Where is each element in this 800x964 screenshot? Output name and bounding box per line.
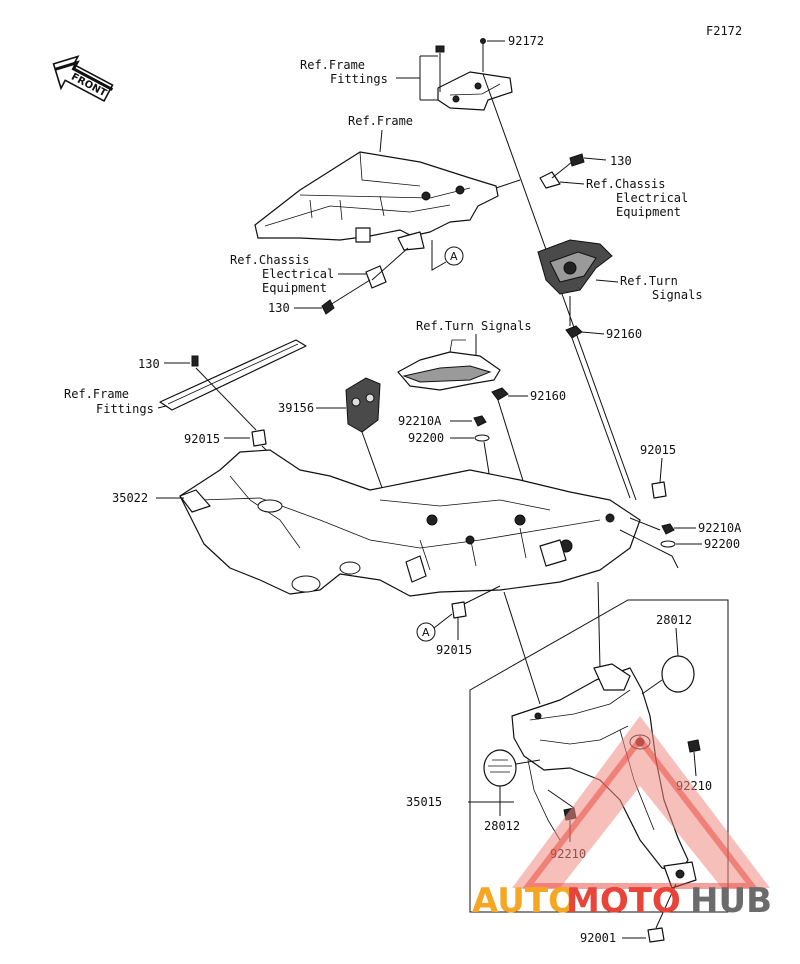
part-number-35022: 35022	[112, 491, 148, 505]
nut-92160-mid	[491, 387, 509, 401]
svg-text:A: A	[450, 250, 458, 263]
nut-92210a-right	[661, 523, 675, 535]
svg-text:A: A	[422, 626, 430, 639]
nut-92160-right	[565, 325, 583, 339]
ref-frame-fittings-top-line2: Fittings	[330, 72, 388, 86]
watermark-moto: MOTO	[566, 881, 681, 921]
ref-frame-fittings-left-line1: Ref.Frame	[64, 387, 129, 401]
bracket-39156	[345, 377, 381, 433]
chassis-electrical-clip-left	[365, 247, 409, 289]
ref-chassis-right-line2: Electrical	[616, 191, 688, 205]
collar-92015-right	[651, 481, 667, 499]
ref-chassis-right-line3: Equipment	[616, 205, 681, 219]
front-arrow-icon: FRONT	[52, 55, 114, 103]
ref-chassis-left-line3: Equipment	[262, 281, 327, 295]
part-number-28012-left: 28012	[484, 819, 520, 833]
ref-chassis-left-line2: Electrical	[262, 267, 334, 281]
diagram-code: F2172	[706, 24, 742, 38]
part-number-92015-right: 92015	[640, 443, 676, 457]
part-number-92210a-mid: 92210A	[398, 414, 442, 428]
part-number-35015: 35015	[406, 795, 442, 809]
part-number-92001: 92001	[580, 931, 616, 945]
ref-chassis-right-line1: Ref.Chassis	[586, 177, 665, 191]
part-number-28012-right: 28012	[656, 613, 692, 627]
watermark-logo: AUTO MOTO HUB	[472, 716, 772, 921]
callout-a-upper: A	[431, 240, 464, 271]
part-number-92015-bottom: 92015	[436, 643, 472, 657]
callout-a-lower: A	[416, 613, 453, 642]
frame-fitting-bracket	[435, 38, 513, 111]
watermark-auto: AUTO	[472, 881, 577, 921]
watermark-hub: HUB	[690, 881, 772, 921]
part-number-92210a-right: 92210A	[698, 521, 742, 535]
part-number-130-left: 130	[138, 357, 160, 371]
cover-28012-right	[661, 655, 695, 693]
part-number-39156: 39156	[278, 401, 314, 415]
part-number-130-right: 130	[610, 154, 632, 168]
part-number-92160-mid: 92160	[530, 389, 566, 403]
ref-frame-fittings-left-line2: Fittings	[96, 402, 154, 416]
turn-signal-right	[537, 239, 613, 295]
ref-chassis-left-line1: Ref.Chassis	[230, 253, 309, 267]
part-number-92015-left: 92015	[184, 432, 220, 446]
part-number-92200-right: 92200	[704, 537, 740, 551]
collar-92015-bottom	[451, 601, 467, 619]
part-number-92200-mid: 92200	[408, 431, 444, 445]
collar-92015-left	[251, 429, 267, 447]
part-number-92160-right: 92160	[606, 327, 642, 341]
part-number-130-left-bottom: 130	[268, 301, 290, 315]
turn-signal-mid	[397, 339, 501, 391]
rear-frame	[254, 151, 499, 251]
ref-turn-signals-right-line1: Ref.Turn	[620, 274, 678, 288]
frame-fitting-bar-left	[159, 339, 307, 411]
screw-130-right	[539, 153, 607, 189]
screw-130-left-bottom	[321, 279, 371, 315]
nut-92210a-mid	[473, 415, 487, 427]
ref-frame-label: Ref.Frame	[348, 114, 413, 128]
washer-92200-mid	[474, 434, 490, 442]
screw-130-left	[191, 355, 199, 367]
ref-turn-signals-right-line2: Signals	[652, 288, 703, 302]
washer-92200-right	[660, 540, 676, 548]
screw-92001	[647, 927, 665, 943]
part-number-92172: 92172	[508, 34, 544, 48]
rear-fender-35022	[179, 449, 641, 597]
cover-28012-left	[483, 749, 517, 787]
ref-turn-signals-mid: Ref.Turn Signals	[416, 319, 532, 333]
ref-frame-fittings-top-line1: Ref.Frame	[300, 58, 365, 72]
nut-92210-right	[687, 739, 701, 753]
